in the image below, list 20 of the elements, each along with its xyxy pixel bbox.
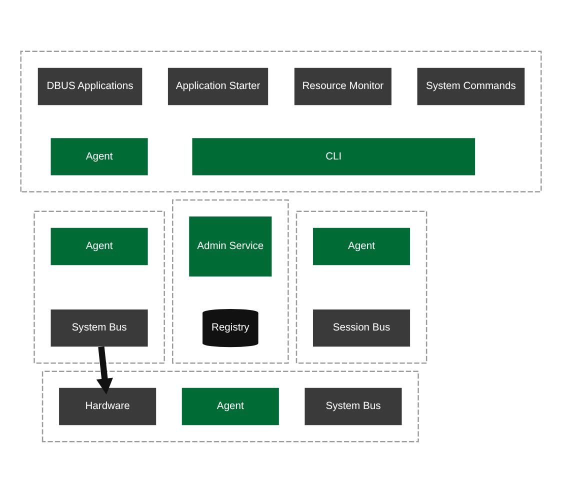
node-box: Admin Service <box>189 216 272 276</box>
node-box: System Bus <box>304 387 402 425</box>
cluster <box>34 210 165 364</box>
node-box: Agent <box>50 138 148 175</box>
cluster <box>20 50 542 192</box>
node-box: Resource Monitor <box>294 67 392 105</box>
cluster <box>296 210 428 364</box>
node-box: System Commands <box>417 67 525 105</box>
node-box: Hardware <box>59 387 156 425</box>
node-box: Session Bus <box>313 308 410 346</box>
node-box: Application Starter <box>168 67 268 105</box>
node-box: DBUS Applications <box>38 67 142 105</box>
cluster <box>42 370 419 442</box>
node-box: System Bus <box>50 308 148 346</box>
cluster <box>172 198 289 364</box>
arrow <box>96 346 113 394</box>
node-box: Agent <box>50 227 148 265</box>
node-box: CLI <box>192 138 476 175</box>
node-box: Agent <box>182 387 279 425</box>
node-box: Agent <box>313 227 410 265</box>
